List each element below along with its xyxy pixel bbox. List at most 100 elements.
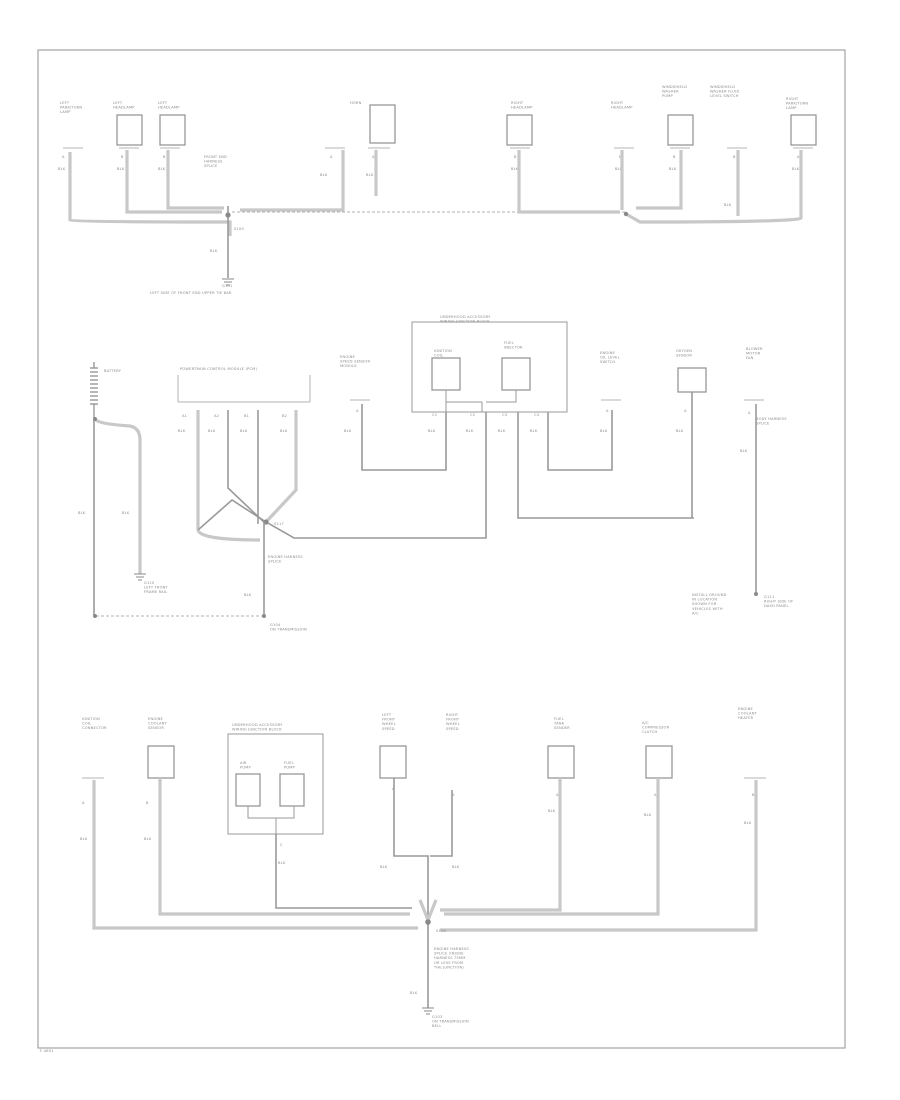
- svg-text:C1: C1: [432, 413, 437, 417]
- pin-t8: B: [673, 155, 676, 159]
- component-fuel-injector: [501, 357, 531, 391]
- pin-oxygen-sensor: A: [684, 409, 687, 413]
- pin-oil-switch: A: [606, 409, 609, 413]
- pin-blower: A: [748, 411, 751, 415]
- component-left-headlamp-1: [116, 114, 143, 146]
- b-wire-3: BLK: [278, 861, 286, 865]
- b-pin-3: C: [280, 843, 283, 847]
- component-left-headlamp-2: [159, 114, 186, 146]
- svg-text:BLK: BLK: [498, 429, 506, 433]
- component-right-headlamp: [506, 114, 533, 146]
- battery-symbol: [90, 362, 98, 420]
- b-pin-2: B: [146, 801, 149, 805]
- b-wire-5: BLK: [452, 865, 460, 869]
- svg-text:BLK: BLK: [466, 429, 474, 433]
- bottom-splice-id: S106: [436, 929, 446, 933]
- svg-text:BLK: BLK: [530, 429, 538, 433]
- pin-t10: A: [797, 155, 800, 159]
- mid-splice-id: S117: [274, 522, 284, 526]
- b-pin-7: A: [654, 793, 657, 797]
- pin-t5: A: [372, 155, 375, 159]
- wire-t9: BLK: [724, 203, 732, 207]
- battery-ground-symbol: [134, 573, 146, 581]
- wire-t8: BLK: [669, 167, 677, 171]
- top-wires: [68, 150, 803, 278]
- top-ground-symbol: [222, 278, 234, 286]
- svg-text:A2: A2: [214, 414, 219, 418]
- wire-oxygen-sensor: BLK: [676, 429, 684, 433]
- underhood-pins: C1 C2 C3 C4 BLK BLK BLK BLK: [428, 413, 540, 433]
- underhood-wire-c3: [517, 412, 694, 519]
- b-pin-8: B: [752, 793, 755, 797]
- battery-node: [93, 417, 97, 421]
- component-horn: [369, 104, 396, 144]
- diagram-frame: [37, 49, 846, 1049]
- top-ground-desc: LEFT SIDE OF FRONT END UPPER TIE BAR: [150, 291, 232, 295]
- mid-ground-node-right: [262, 614, 266, 618]
- underhood-junction-block: [411, 321, 568, 413]
- wire-engine-speed: BLK: [344, 429, 352, 433]
- svg-text:BLK: BLK: [240, 429, 248, 433]
- pcm-wire-rejoin: [196, 529, 261, 542]
- bottom-ground-wire: BLK: [410, 991, 418, 995]
- pin-t6: B: [514, 155, 517, 159]
- battery-label: BATTERY: [104, 369, 122, 373]
- component-right-park-lamp: [790, 114, 817, 146]
- top-right-junction: [623, 211, 629, 217]
- b-wire-1: BLK: [80, 837, 88, 841]
- wire-t2: BLK: [117, 167, 125, 171]
- top-splice-node: [225, 212, 231, 218]
- mid-main-wire: BLK: [244, 593, 252, 597]
- b-wire-7: BLK: [644, 813, 652, 817]
- mid-wire-battery-2: BLK: [122, 511, 130, 515]
- wire-t4: BLK: [320, 173, 328, 177]
- pcm-bracket: [177, 375, 311, 403]
- svg-text:BLK: BLK: [428, 429, 436, 433]
- bottom-ground-symbol: [422, 1007, 434, 1015]
- pcm-pins: A1 A2 B1 B2 BLK BLK BLK BLK: [178, 414, 288, 433]
- blower-ground-node: [754, 592, 758, 596]
- pin-t2: B: [121, 155, 124, 159]
- battery-wire-right: [94, 418, 142, 574]
- b-pin-5: A: [452, 793, 455, 797]
- underhood-internal: [445, 390, 517, 412]
- wire-t3: BLK: [158, 167, 166, 171]
- b-jb-internal: [247, 806, 295, 834]
- component-oxygen-sensor: [677, 367, 707, 393]
- svg-text:A1: A1: [182, 414, 187, 418]
- component-ignition-coil: [431, 357, 461, 391]
- bottom-wires: [92, 778, 758, 1008]
- b-wire-6: BLK: [548, 809, 556, 813]
- wire-t5: BLK: [366, 173, 374, 177]
- pcm-wire-2: [227, 410, 267, 525]
- footer-code: F-4891: [40, 1049, 54, 1053]
- component-washer-pump: [667, 114, 694, 146]
